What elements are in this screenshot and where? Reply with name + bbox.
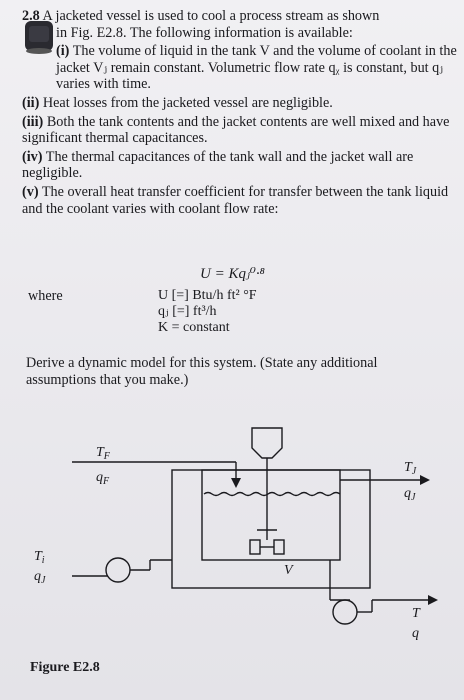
item-i: (i) The volume of liquid in the tank V a… (22, 43, 460, 93)
item-iv-label: (iv) (22, 148, 43, 165)
item-i-text: The volume of liquid in the tank V and t… (56, 43, 457, 93)
units-list: U [=] Btu/h ft² °F qⱼ [=] ft³/h K = cons… (158, 288, 257, 336)
unit-K: K = constant (158, 320, 230, 335)
item-iii-text: Both the tank contents and the jacket co… (22, 113, 450, 147)
jacketed-vessel-diagram: TF qF TJ qJ Ti qJ V T q (34, 427, 438, 641)
label-T-out: T (412, 606, 421, 621)
item-ii: (ii) Heat losses from the jacketed vesse… (22, 95, 460, 112)
label-qJ-out: qJ (404, 486, 416, 503)
intro-line-1: A jacketed vessel is used to cool a proc… (42, 8, 380, 24)
unit-U: U [=] Btu/h ft² °F (158, 288, 257, 303)
heat-transfer-formula: U = Kqⱼ⁰·⁸ (200, 266, 265, 282)
item-ii-text: Heat losses from the jacketed vessel are… (42, 94, 333, 111)
label-qF: qF (96, 470, 110, 487)
label-TJ-out: TJ (404, 460, 417, 477)
derive-instruction: Derive a dynamic model for this system. … (26, 355, 378, 388)
item-v-label: (v) (22, 183, 39, 200)
margin-badge-icon (25, 21, 53, 54)
tank-inner (201, 469, 341, 561)
liquid-level (203, 491, 341, 497)
label-V: V (284, 563, 294, 578)
item-iii-label: (iii) (22, 113, 44, 130)
figure-caption: Figure E2.8 (30, 660, 100, 675)
item-v: (v) The overall heat transfer coefficien… (22, 184, 460, 217)
where-label: where (28, 288, 63, 304)
problem-number: 2.8 (22, 8, 40, 24)
coolant-pump (105, 557, 131, 583)
label-qJ-in: qJ (34, 569, 46, 586)
unit-qJ: qⱼ [=] ft³/h (158, 304, 217, 319)
label-Ti: Ti (34, 549, 45, 566)
label-q-out: q (412, 626, 419, 641)
control-valve (249, 539, 261, 555)
problem-text: 2.8 A jacketed vessel is used to cool a … (22, 8, 460, 219)
item-iii: (iii) Both the tank contents and the jac… (22, 114, 460, 147)
intro-line-2: in Fig. E2.8. The following information … (56, 24, 353, 41)
item-i-label: (i) (56, 43, 70, 60)
item-iv-text: The thermal capacitances of the tank wal… (22, 148, 414, 182)
problem-intro: 2.8 A jacketed vessel is used to cool a … (22, 8, 460, 25)
outlet-pump (332, 599, 358, 625)
label-TF: TF (96, 445, 111, 462)
inlet-funnel (251, 427, 283, 459)
item-iv: (iv) The thermal capacitances of the tan… (22, 149, 460, 182)
item-v-text: The overall heat transfer coefficient fo… (22, 183, 449, 217)
item-ii-label: (ii) (22, 94, 40, 111)
